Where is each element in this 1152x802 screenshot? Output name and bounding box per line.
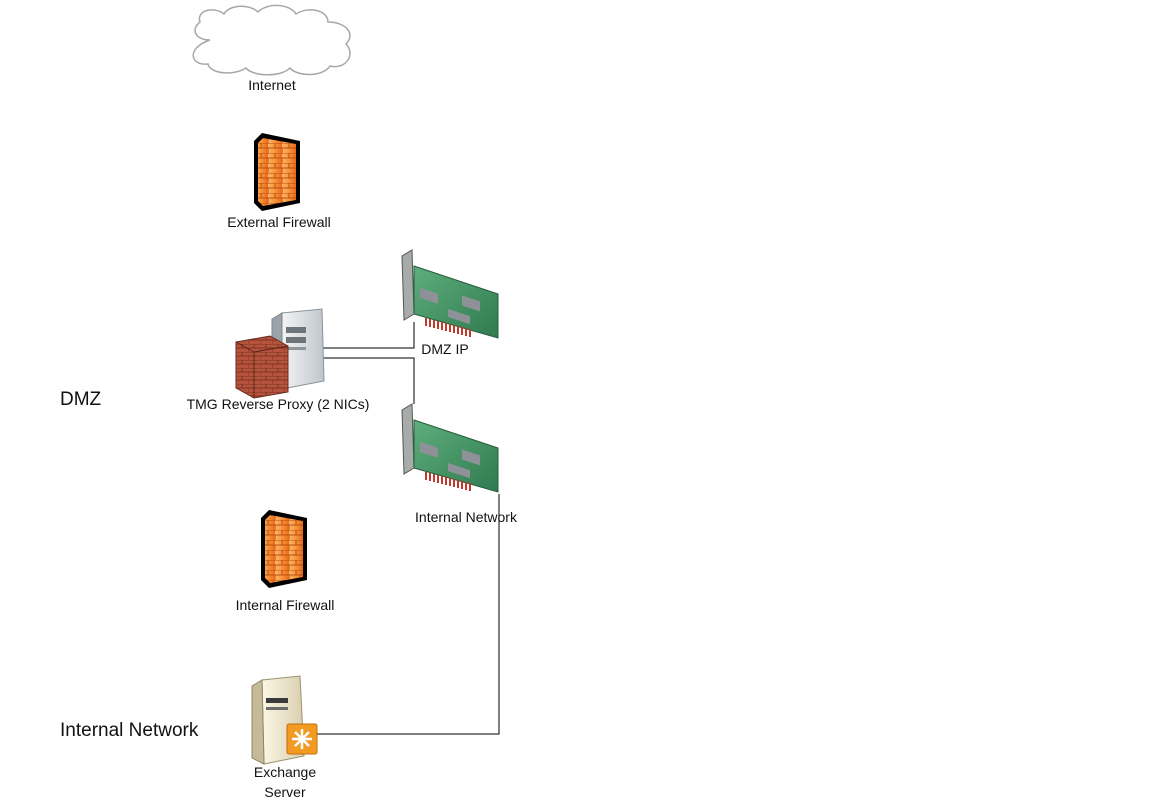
server-firewall-icon [235, 308, 325, 399]
exchange-label-line2: Server [264, 784, 306, 800]
exchange-label-line1: Exchange [253, 764, 317, 780]
link-proxy-to-internal-nic [323, 357, 415, 404]
exchange-server-label: Exchange Server [254, 762, 316, 802]
connector-lines [312, 322, 500, 735]
external-firewall-label: External Firewall [227, 214, 331, 230]
internal-nic-label: Internal Network [415, 509, 517, 525]
zone-internal-label: Internal Network [60, 720, 199, 741]
link-internal-nic-to-exchange [312, 494, 500, 735]
link-proxy-to-dmz-nic [323, 322, 415, 349]
firewall-icon [254, 133, 300, 211]
internal-firewall-label: Internal Firewall [235, 597, 335, 613]
network-card-icon [401, 403, 499, 493]
internet-label: Internet [248, 77, 296, 93]
tmg-proxy-label: TMG Reverse Proxy (2 NICs) [186, 396, 370, 412]
zone-dmz-label: DMZ [60, 389, 102, 410]
exchange-server-icon [251, 675, 318, 765]
network-card-icon [401, 249, 499, 339]
dmz-ip-label: DMZ IP [421, 341, 469, 357]
cloud-icon [192, 4, 351, 76]
firewall-icon [261, 510, 307, 588]
